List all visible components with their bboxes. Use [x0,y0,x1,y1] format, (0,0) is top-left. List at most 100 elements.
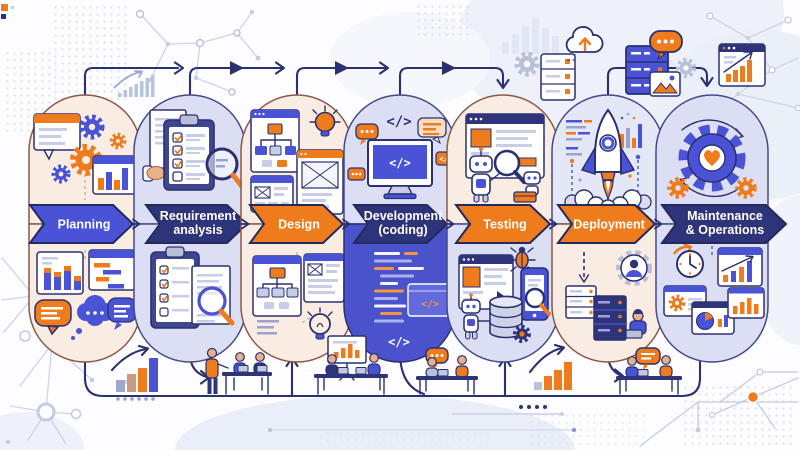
growth-chart-window-icon [718,43,766,87]
chat-dots-bubble-icon [355,123,379,145]
wireframe-window-icon [296,149,344,215]
server-tower-icon [540,53,576,101]
banner-label: Design [278,218,320,232]
arrowhead-solid-right [335,61,349,75]
stage-development: </> </> </> [343,94,457,363]
magnifier-icon [197,286,235,326]
gear-icon-orange [735,177,757,199]
banner-label: Development [364,209,443,223]
arrowhead-solid-right [230,61,244,75]
sitemap-window-icon [250,109,300,173]
banner-requirement-analysis [144,204,249,244]
user-gear-avatar-icon [616,250,652,286]
team-meeting-scene [205,347,272,395]
growth-bar-chart-right [528,343,572,390]
dots-badge-icon [347,167,366,181]
bar-chart-window-icon [36,251,84,295]
stage-deployment: Deployment [551,94,665,363]
network-constellation-top-left [135,9,261,96]
gear-icon-orange-small [109,132,127,150]
trend-sketch-chart [113,70,155,97]
sitemap-window-icon [252,255,302,317]
dashed-arrow-icon [578,252,590,283]
team-discussion-scene [416,347,478,395]
chat-lines-bubble-icon [417,117,447,145]
stage-requirement-analysis: Requirement analysis [133,94,249,363]
gear-icon-blue [79,114,105,140]
banner-label: & Operations [686,223,765,237]
arrowhead-solid-right [442,61,456,75]
svg-text:</>: </> [421,299,439,310]
banner-label: Requirement [160,209,237,223]
chat-dots-bubble-icon [649,30,683,61]
arrowhead-down [700,76,714,88]
gear-icon-gray [514,51,540,77]
code-tag-icon: </> [388,335,410,349]
person-laptop-icon [625,309,647,339]
network-constellation-bottom-left [1,257,133,445]
connector-lines [268,412,577,433]
robot-icon [461,293,491,340]
gear-heart-icon [678,124,746,192]
magnifier-icon [493,149,526,184]
orange-node [746,390,760,404]
gear-icon-orange [667,177,689,199]
stage-design: Design [240,94,354,363]
banner-label: Testing [483,218,527,232]
banner-label: Planning [58,218,111,232]
mini-bars-icon [620,112,642,148]
banner-development [352,204,449,244]
gear-icon-gray [675,57,697,79]
arrowhead-right [274,61,286,75]
monitor-code-icon: </> [367,139,433,200]
thought-cloud-icon [71,295,114,340]
banner-deployment [556,204,657,244]
wireframe-window-icon [303,253,345,303]
hand-icon [142,165,166,182]
code-tag-icon: </> [386,114,411,130]
checklist-clipboard-icon [150,246,200,329]
stage-testing: Testing [446,94,560,363]
bar-chart-window-icon [92,155,137,195]
banner-label: Maintenance [687,209,763,223]
rocket-launch-icon [580,108,636,201]
arrowhead-right [173,61,185,75]
clock-rewind-icon [672,242,704,278]
svg-text:</>: </> [439,155,453,164]
chat-window-icon [33,113,81,161]
gear-icon-blue-small [51,164,71,184]
team-presentation-scene [314,335,388,395]
lightbulb-icon [307,307,333,340]
banner-maintenance-operations [660,204,788,244]
phone-magnifier-icon [520,267,551,321]
dots-row-left [116,397,155,401]
banner-testing [454,204,552,244]
banner-label: Deployment [573,218,645,232]
launch-tower-dots [569,154,641,196]
gear-bug-icon [513,325,531,343]
growth-chart-window-icon [717,247,763,287]
stage-maintenance-operations: Maintenance & Operations [655,94,788,363]
arrowhead-right [378,61,390,75]
bar-chart-window-icon [727,287,765,319]
banner-label: analysis [173,223,222,237]
bug-icon [508,246,536,272]
code-lines-icon [566,120,592,156]
banner-planning [28,204,135,244]
server-icon [565,285,597,319]
dots-row-navy [519,405,547,409]
banner-gap-arrows [131,218,663,230]
robot-icon [469,147,501,203]
growth-bar-chart-left [110,344,158,392]
svg-text:</>: </> [389,156,411,170]
speech-bubble-orange-icon [34,299,72,336]
image-photo-icon [649,71,681,97]
arrowhead-down [496,78,510,90]
team-pair-scene [616,347,682,395]
lightbulb-icon [309,105,341,137]
server-dark-icon [593,295,627,341]
corner-pixels [1,4,14,19]
cloud-upload-icon [565,26,604,61]
